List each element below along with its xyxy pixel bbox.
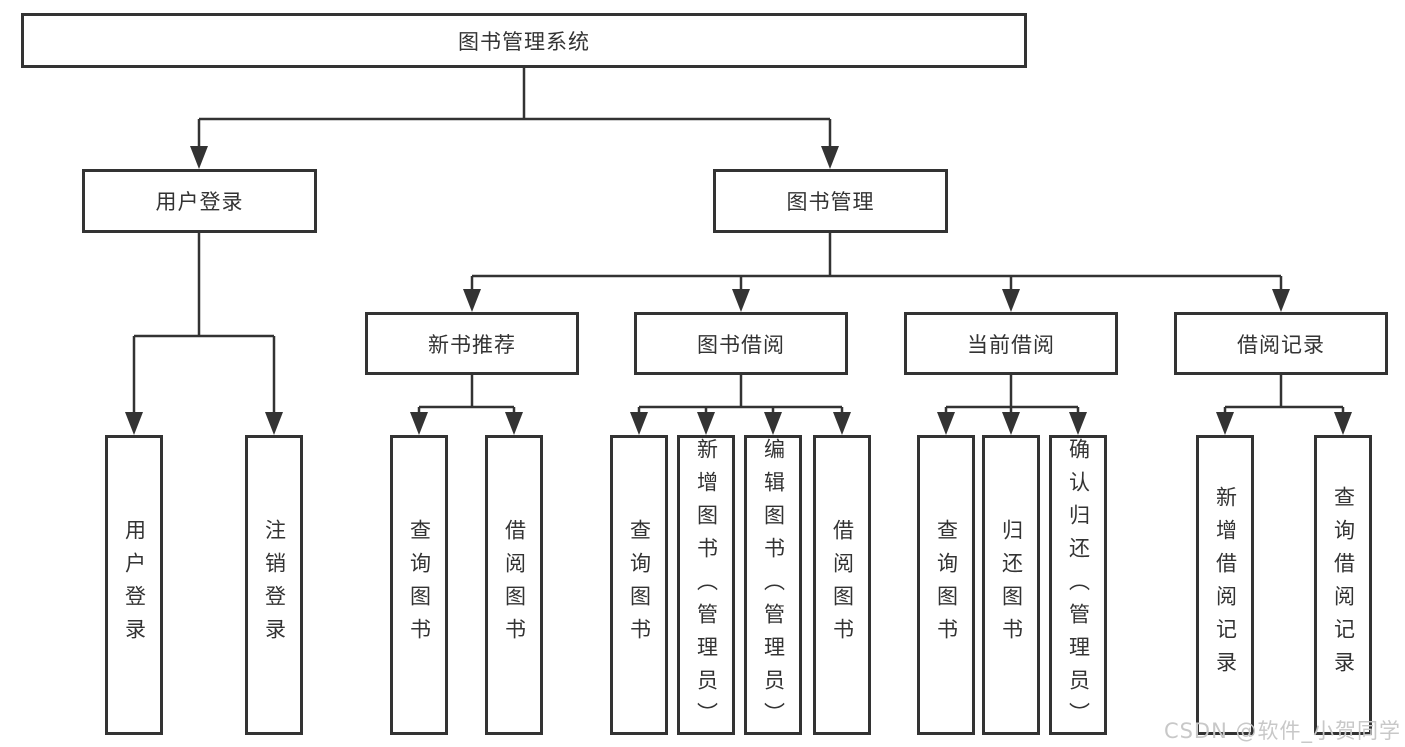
leaf-add-books-admin: 新增图书（管理员） <box>677 435 735 735</box>
leaf-borrow-books-borrow: 借阅图书 <box>813 435 871 735</box>
leaf-query-books-newbook: 查询图书 <box>390 435 448 735</box>
leaf-confirm-return-admin-label: 确认归还（管理员） <box>1066 438 1091 735</box>
node-borrowing-records-label: 借阅记录 <box>1237 332 1325 357</box>
node-book-management-label: 图书管理 <box>786 190 875 214</box>
leaf-logout: 注销登录 <box>245 435 303 735</box>
node-book-borrowing-label: 图书借阅 <box>697 332 785 357</box>
leaf-add-books-admin-label: 新增图书（管理员） <box>694 438 719 735</box>
leaf-query-books-newbook-label: 查询图书 <box>407 519 432 651</box>
node-new-book-recommendation-label: 新书推荐 <box>428 332 516 357</box>
leaf-query-books-current: 查询图书 <box>917 435 975 735</box>
node-book-borrowing: 图书借阅 <box>634 312 848 375</box>
leaf-query-borrow-record-label: 查询借阅记录 <box>1331 486 1356 684</box>
leaf-borrow-books-newbook: 借阅图书 <box>485 435 543 735</box>
node-root-label: 图书管理系统 <box>458 29 590 54</box>
leaf-edit-books-admin-label: 编辑图书（管理员） <box>761 438 786 735</box>
leaf-add-borrow-record-label: 新增借阅记录 <box>1213 486 1238 684</box>
leaf-borrow-books-borrow-label: 借阅图书 <box>830 519 855 651</box>
leaf-logout-label: 注销登录 <box>262 519 287 651</box>
leaf-query-books-borrow: 查询图书 <box>610 435 668 735</box>
csdn-watermark: CSDN @软件_小贺同学 <box>1163 719 1401 743</box>
node-user-login: 用户登录 <box>82 169 317 233</box>
node-borrowing-records: 借阅记录 <box>1174 312 1388 375</box>
leaf-query-borrow-record: 查询借阅记录 <box>1314 435 1372 735</box>
leaf-confirm-return-admin: 确认归还（管理员） <box>1049 435 1107 735</box>
node-root: 图书管理系统 <box>21 13 1027 68</box>
leaf-query-books-borrow-label: 查询图书 <box>627 519 652 651</box>
node-new-book-recommendation: 新书推荐 <box>365 312 579 375</box>
leaf-add-borrow-record: 新增借阅记录 <box>1196 435 1254 735</box>
node-book-management: 图书管理 <box>713 169 948 233</box>
leaf-query-books-current-label: 查询图书 <box>934 519 959 651</box>
leaf-edit-books-admin: 编辑图书（管理员） <box>744 435 802 735</box>
node-user-login-label: 用户登录 <box>155 190 244 214</box>
leaf-user-login-label: 用户登录 <box>122 519 147 651</box>
leaf-return-books: 归还图书 <box>982 435 1040 735</box>
leaf-return-books-label: 归还图书 <box>999 519 1024 651</box>
node-current-borrowing: 当前借阅 <box>904 312 1118 375</box>
leaf-user-login: 用户登录 <box>105 435 163 735</box>
node-current-borrowing-label: 当前借阅 <box>967 332 1055 357</box>
leaf-borrow-books-newbook-label: 借阅图书 <box>502 519 527 651</box>
